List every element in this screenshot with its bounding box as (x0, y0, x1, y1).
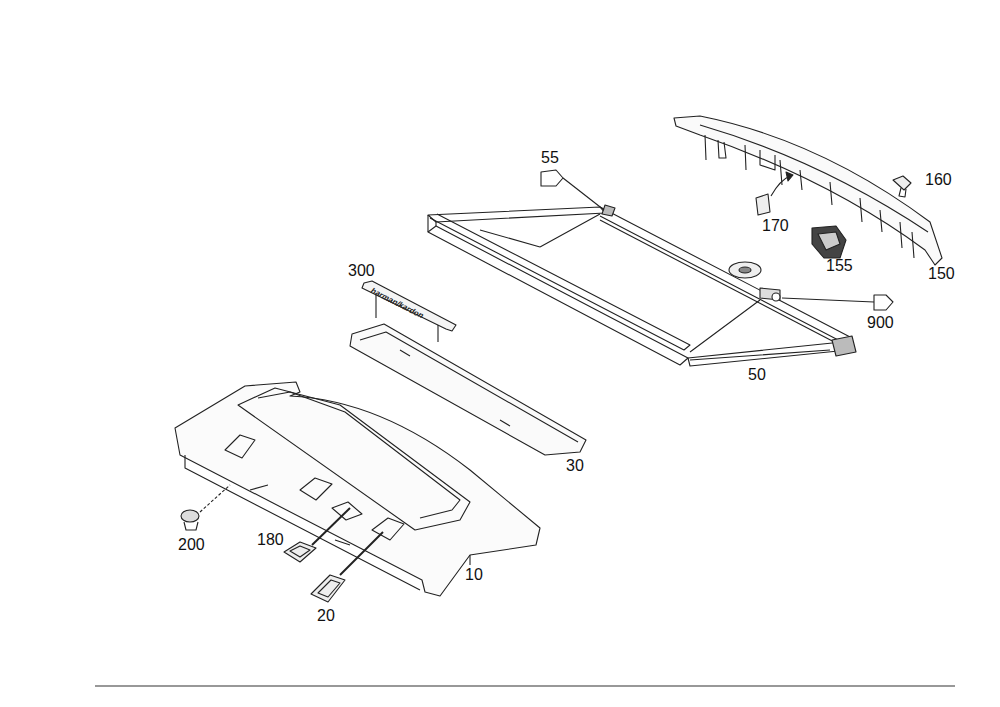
parcel-shelf (175, 382, 540, 596)
callout-number: 170 (762, 218, 789, 234)
callout-number: 300 (348, 263, 375, 279)
callout-number: 55 (541, 150, 559, 166)
clip (893, 176, 911, 197)
callout-number: 900 (867, 315, 894, 331)
callout-number: 150 (928, 266, 955, 282)
callout-number: 180 (257, 532, 284, 548)
callout-number: 20 (317, 608, 335, 624)
bracket (812, 226, 846, 258)
callout-number: 200 (178, 537, 205, 553)
callout-number: 10 (465, 567, 483, 583)
roller-frame (428, 205, 856, 366)
callout-number: 30 (566, 458, 584, 474)
callout-number: 155 (826, 258, 853, 274)
push-pin (181, 485, 230, 530)
callout-number: 50 (748, 367, 766, 383)
cover-trim (674, 116, 942, 265)
callout-number: 160 (925, 172, 952, 188)
